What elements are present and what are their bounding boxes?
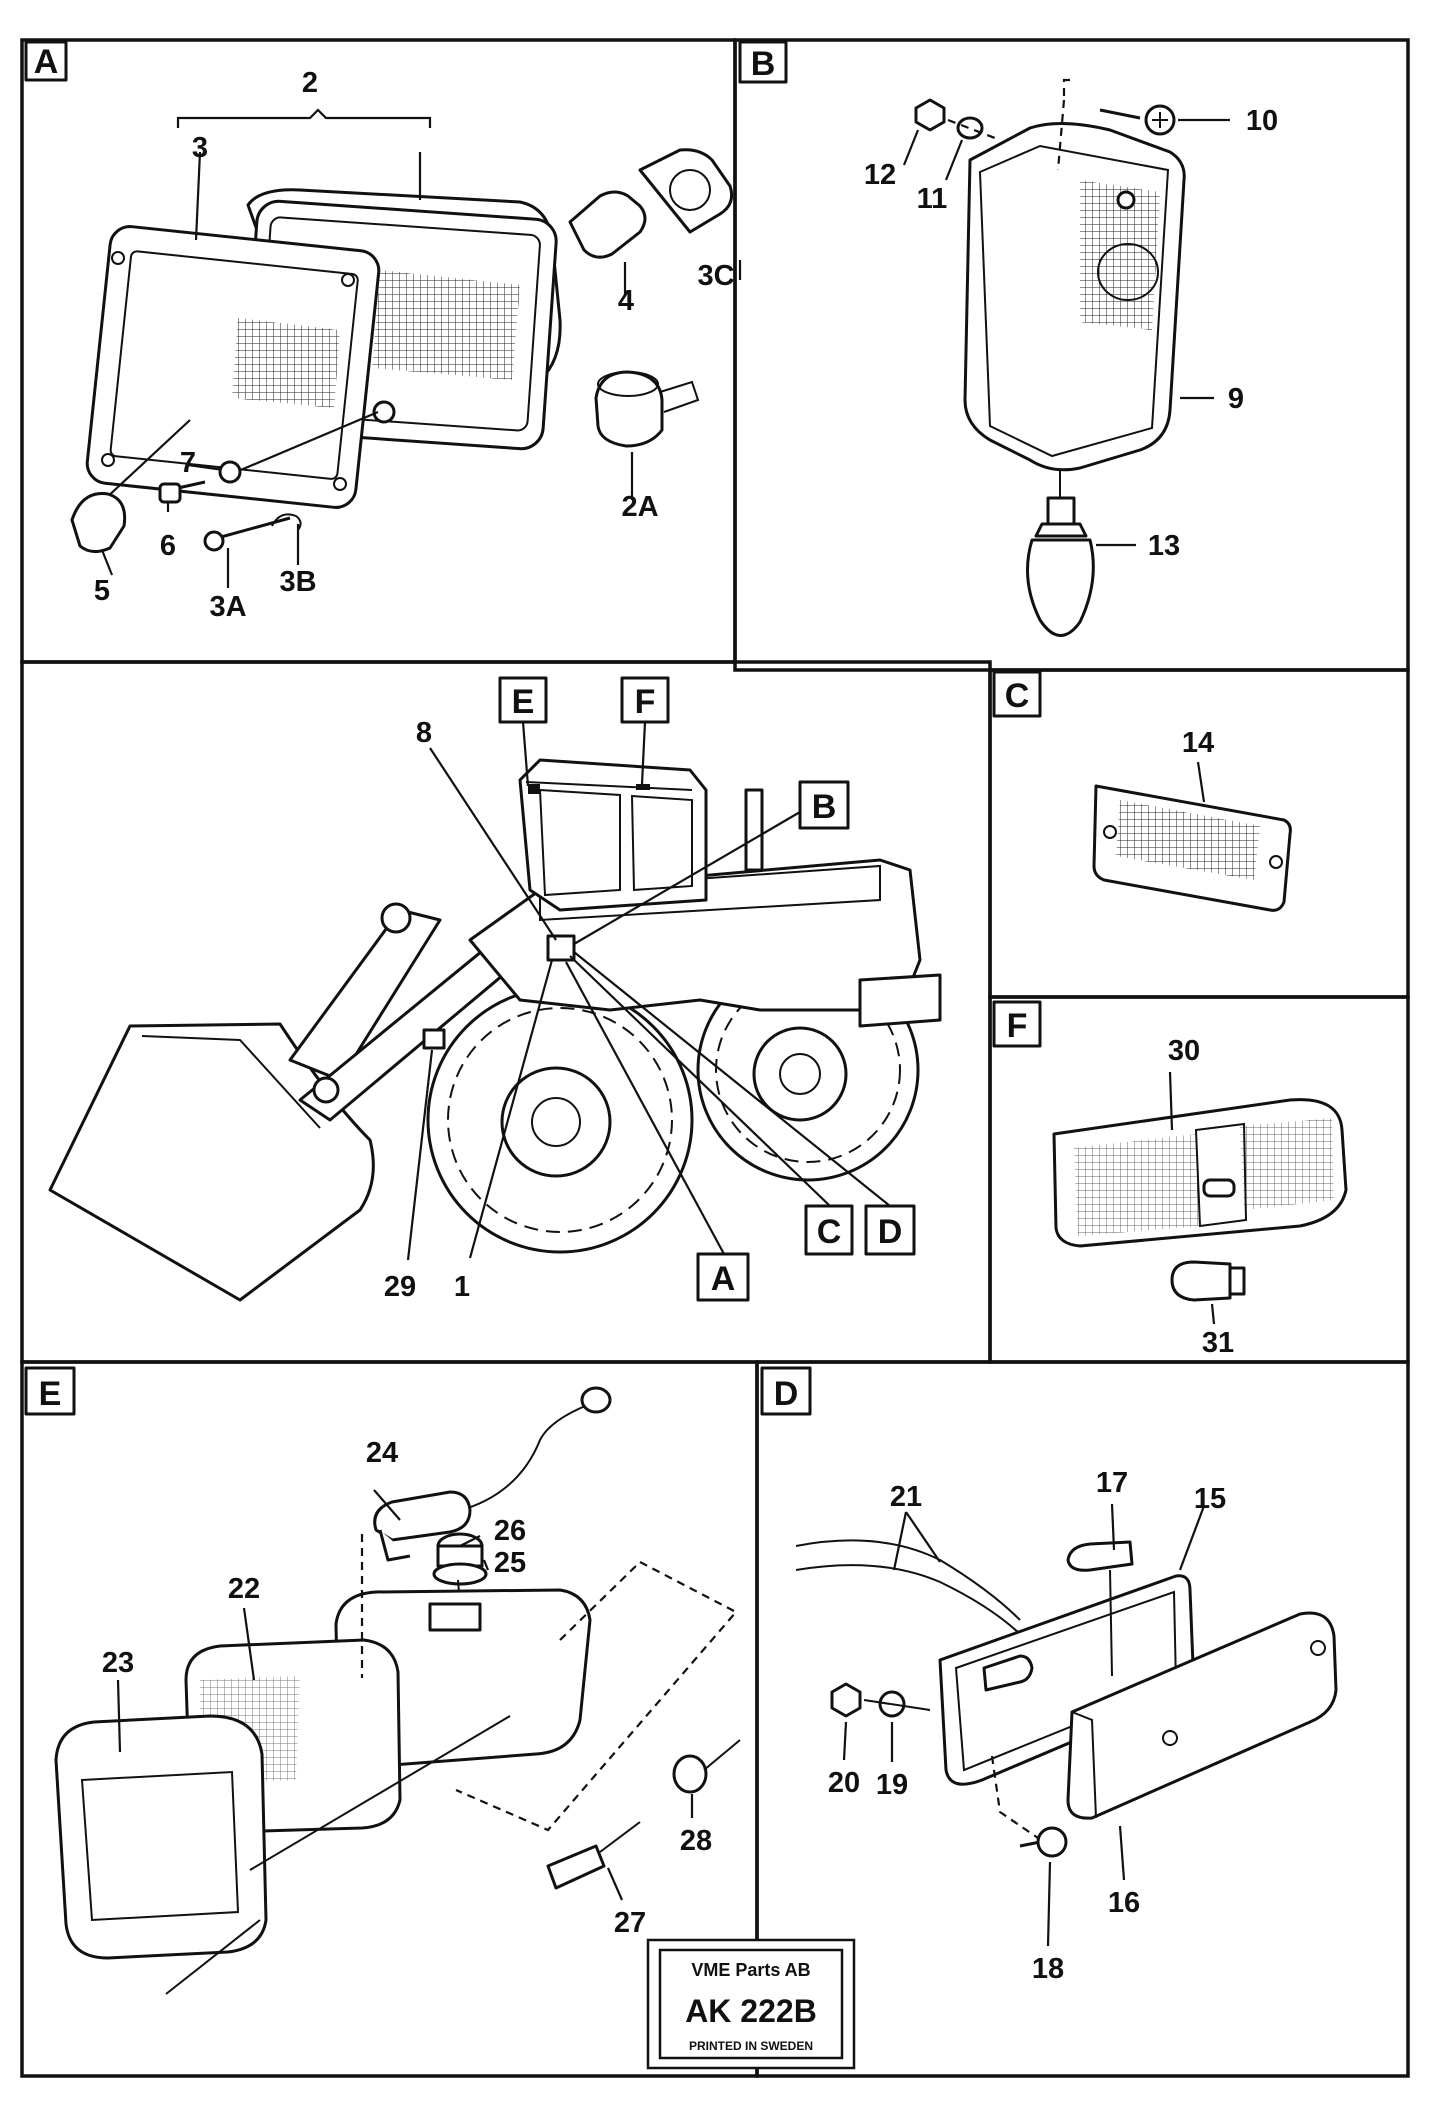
part-label-18: 18 [1032, 1953, 1064, 1985]
callout-d: D [864, 1204, 916, 1256]
panel-overview: E F B C D A 8 29 1 [48, 676, 942, 1303]
panel-b-tag: B [738, 40, 788, 84]
part-label-3: 3 [192, 132, 208, 164]
callout-c-letter: C [817, 1213, 842, 1251]
panel-d: D 21 17 15 20 [760, 1366, 1338, 1985]
stamp-company: VME Parts AB [691, 1960, 810, 1980]
part-label-7: 7 [180, 447, 196, 479]
part-label-21: 21 [890, 1481, 922, 1513]
part-label-3c: 3C [697, 260, 734, 292]
part-label-17: 17 [1096, 1467, 1128, 1499]
callout-b: B [798, 780, 850, 830]
panel-frames [20, 38, 1410, 2078]
panel-a-letter: A [34, 43, 59, 81]
part-label-16: 16 [1108, 1887, 1140, 1919]
part-label-11: 11 [917, 183, 948, 215]
panel-e-letter: E [39, 1375, 62, 1413]
panel-a: A [24, 40, 742, 623]
callout-e-letter: E [512, 683, 535, 721]
part-label-9: 9 [1228, 383, 1244, 415]
part-label-3a: 3A [209, 591, 246, 623]
panel-d-letter: D [774, 1375, 799, 1413]
part-label-27: 27 [614, 1907, 646, 1939]
title-stamp: VME Parts AB AK 222B PRINTED IN SWEDEN [646, 1938, 856, 2070]
part-label-1: 1 [454, 1271, 470, 1303]
part-label-31: 31 [1202, 1327, 1234, 1359]
part-label-22: 22 [228, 1573, 260, 1605]
part-label-3b: 3B [279, 566, 316, 598]
callout-b-letter: B [812, 788, 837, 826]
panel-f-letter: F [1007, 1007, 1028, 1045]
callout-d-letter: D [878, 1213, 903, 1251]
callout-c: C [804, 1204, 854, 1256]
panel-a-tag: A [24, 40, 68, 82]
stamp-printed: PRINTED IN SWEDEN [689, 2039, 813, 2053]
panel-e: E [24, 1366, 741, 1995]
part-label-30: 30 [1168, 1035, 1200, 1067]
stamp-code: AK 222B [685, 1993, 817, 2029]
part-label-24: 24 [366, 1437, 398, 1469]
part-label-2a: 2A [621, 491, 658, 523]
panel-f: F 30 31 [992, 1000, 1348, 1359]
callout-e: E [498, 676, 548, 724]
part-label-29: 29 [384, 1271, 416, 1303]
panel-f-tag: F [992, 1000, 1042, 1048]
panel-c-letter: C [1005, 677, 1030, 715]
part-label-12: 12 [864, 159, 896, 191]
callout-a: A [696, 1252, 750, 1302]
panel-c: C 14 [992, 670, 1292, 912]
panel-b: B 10 12 11 9 13 [738, 40, 1278, 637]
part-label-8: 8 [416, 717, 432, 749]
part-label-10: 10 [1246, 105, 1278, 137]
part-label-15: 15 [1194, 1483, 1226, 1515]
part-label-28: 28 [680, 1825, 712, 1857]
part-label-19: 19 [876, 1769, 908, 1801]
part-label-13: 13 [1148, 530, 1180, 562]
part-label-4: 4 [618, 285, 634, 317]
part-label-5: 5 [94, 575, 110, 607]
panel-b-letter: B [751, 45, 776, 83]
part-label-2: 2 [302, 67, 318, 99]
part-label-25: 25 [494, 1547, 526, 1579]
part-label-20: 20 [828, 1767, 860, 1799]
callout-f-letter: F [635, 683, 656, 721]
part-label-26: 26 [494, 1515, 526, 1547]
callout-f: F [620, 676, 670, 724]
panel-c-tag: C [992, 670, 1042, 718]
part-label-6: 6 [160, 530, 176, 562]
part-label-14: 14 [1182, 727, 1214, 759]
panel-d-tag: D [760, 1366, 812, 1416]
callout-a-letter: A [711, 1260, 736, 1298]
panel-e-tag: E [24, 1366, 76, 1416]
part-label-23: 23 [102, 1647, 134, 1679]
